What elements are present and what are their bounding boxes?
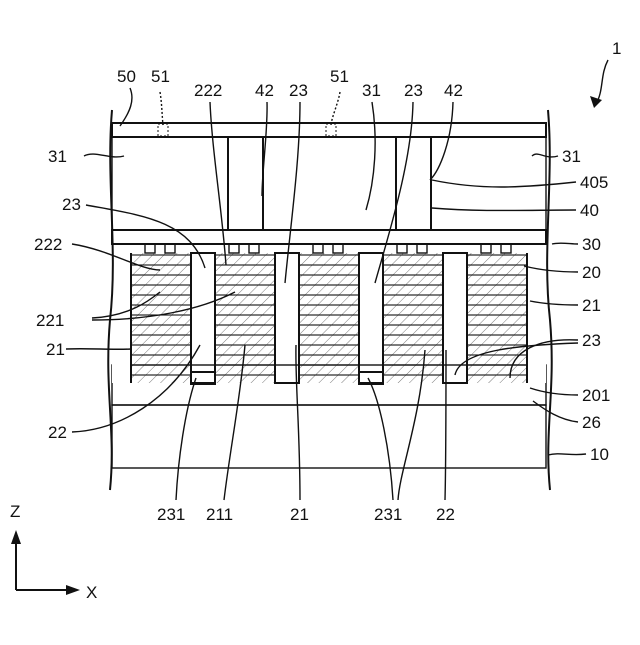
label-1: 1 (612, 39, 621, 58)
contacts-under-30 (145, 244, 511, 253)
label-31-left: 31 (48, 147, 67, 166)
label-50: 50 (117, 67, 136, 86)
axis-x-label: X (86, 583, 97, 602)
reference-arrowhead (590, 96, 602, 108)
label-221: 221 (36, 311, 64, 330)
substrate-layer-10 (112, 405, 546, 468)
label-42-right: 42 (444, 81, 463, 100)
label-10: 10 (590, 445, 609, 464)
label-26: 26 (582, 413, 601, 432)
label-22-bottom: 22 (436, 505, 455, 524)
label-31-right: 31 (562, 147, 581, 166)
insulator-31 (112, 137, 546, 230)
label-222-left: 222 (34, 235, 62, 254)
axis-z-label: Z (10, 502, 20, 521)
label-31-top: 31 (362, 81, 381, 100)
label-40: 40 (580, 201, 599, 220)
label-211: 211 (206, 505, 233, 524)
right-edge (547, 110, 552, 490)
label-30: 30 (582, 235, 601, 254)
layer-30 (112, 230, 546, 244)
opening-51-right (326, 124, 336, 136)
label-222-top: 222 (194, 81, 222, 100)
reference-arrow-1 (596, 60, 608, 104)
label-23-left: 23 (62, 195, 81, 214)
label-51-left: 51 (151, 67, 170, 86)
label-201: 201 (582, 386, 610, 405)
label-22-left: 22 (48, 423, 67, 442)
label-51-right: 51 (330, 67, 349, 86)
label-21-left: 21 (46, 340, 65, 359)
label-231-left: 231 (157, 505, 185, 524)
label-21-bottom: 21 (290, 505, 309, 524)
label-23-right: 23 (582, 331, 601, 350)
axis-indicator: Z X (10, 502, 97, 602)
plug-40-left (228, 137, 263, 230)
label-21-right: 21 (582, 296, 601, 315)
label-231-right: 231 (374, 505, 402, 524)
label-23-top-right: 23 (404, 81, 423, 100)
opening-51-left (158, 124, 168, 136)
label-23-top-left: 23 (289, 81, 308, 100)
label-42-left: 42 (255, 81, 274, 100)
label-20: 20 (582, 263, 601, 282)
label-405: 405 (580, 173, 608, 192)
